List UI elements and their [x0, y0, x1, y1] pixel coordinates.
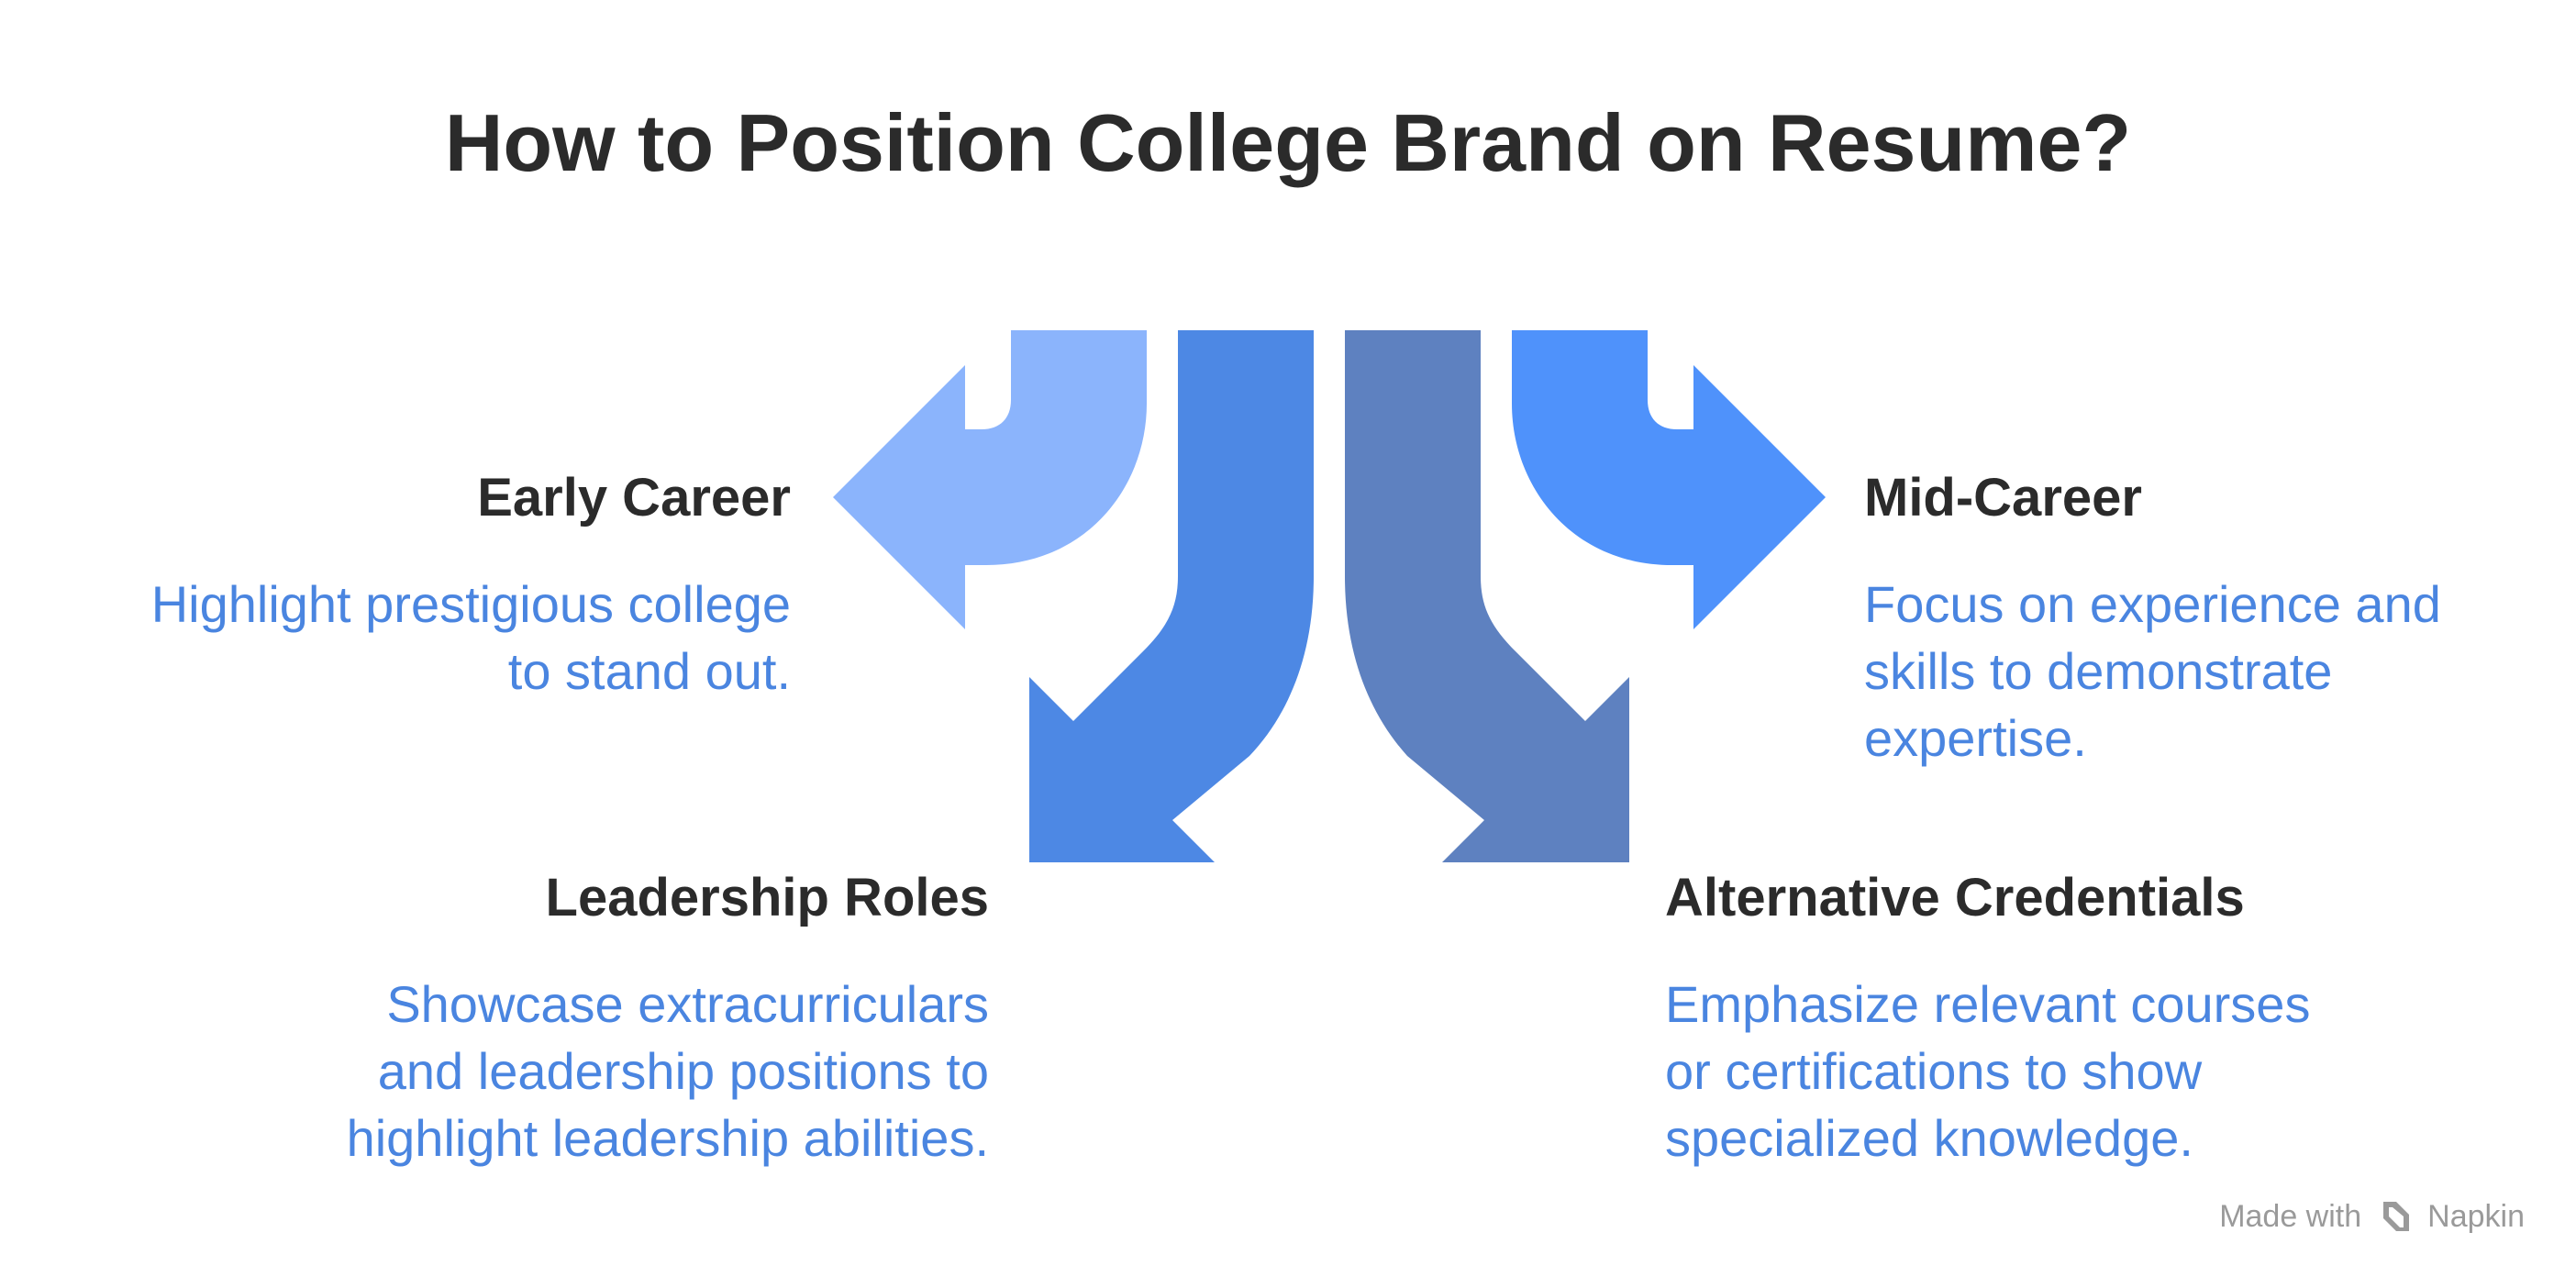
- early-career-block: Early Career Highlight prestigious colle…: [0, 472, 791, 705]
- early-career-description: Highlight prestigious college to stand o…: [150, 575, 791, 700]
- mid-career-description: Focus on experience and skills to demons…: [1864, 575, 2441, 767]
- leadership-roles-arrow: [1029, 330, 1314, 862]
- alternative-credentials-arrow: [1345, 330, 1629, 862]
- alternative-credentials-heading: Alternative Credentials: [1665, 868, 2245, 927]
- made-with-label: Made with: [2219, 1198, 2362, 1234]
- napkin-brand-name: Napkin: [2427, 1198, 2525, 1234]
- leadership-roles-block: Leadership Roles Showcase extracurricula…: [163, 872, 989, 1171]
- early-career-arrow: [833, 330, 1147, 629]
- leadership-roles-heading: Leadership Roles: [545, 868, 989, 927]
- alternative-credentials-block: Alternative Credentials Emphasize releva…: [1665, 872, 2491, 1171]
- mid-career-block: Mid-Career Focus on experience and skill…: [1864, 472, 2561, 772]
- early-career-heading: Early Career: [477, 468, 791, 527]
- alternative-credentials-description: Emphasize relevant courses or certificat…: [1665, 975, 2311, 1167]
- napkin-logo-icon: [2383, 1202, 2410, 1231]
- leadership-roles-description: Showcase extracurriculars and leadership…: [346, 975, 989, 1167]
- made-with-napkin-badge[interactable]: Made with Napkin: [2219, 1198, 2525, 1235]
- mid-career-heading: Mid-Career: [1864, 468, 2142, 527]
- diagram-title: How to Position College Brand on Resume?: [444, 97, 2132, 188]
- mid-career-arrow: [1512, 330, 1826, 629]
